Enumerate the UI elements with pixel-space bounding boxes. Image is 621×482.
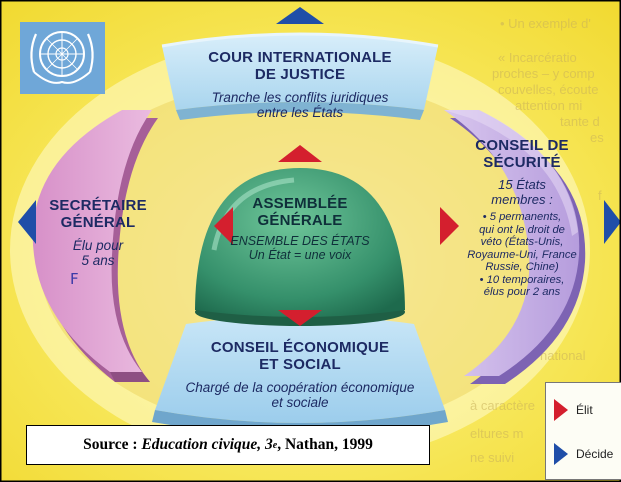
ecosoc-desc-line1: Chargé de la coopération économique: [185, 379, 415, 395]
secretary-text: SECRÉTAIRE GÉNÉRAL Élu pour 5 ans: [44, 197, 152, 268]
security-item-1: • 5 permanents,: [482, 211, 562, 223]
security-members-line2: membres :: [491, 192, 553, 207]
bg-text-6: tante d: [560, 114, 600, 129]
assembly-text: ASSEMBLÉE GÉNÉRALE ENSEMBLE DES ÉTATS Un…: [205, 195, 395, 262]
court-desc-line1: Tranche les conflits juridiques: [211, 89, 389, 105]
elit-arrow-left: [214, 207, 233, 245]
elit-arrows: [214, 145, 459, 326]
ecosoc-title-line1: CONSEIL ÉCONOMIQUE: [210, 339, 390, 356]
security-item-2-line2: élus pour 2 ans: [483, 286, 561, 299]
bg-text-4: couvelles, écoute: [498, 82, 598, 97]
assembly-desc-line2: Un État = une voix: [248, 247, 352, 262]
court-text: COUR INTERNATIONALE DE JUSTICE Tranche l…: [170, 49, 430, 120]
secretary-desc-line2: 5 ans: [81, 252, 115, 268]
security-members-line1: 15 États: [498, 177, 546, 192]
legend-decide: Décide: [554, 443, 613, 465]
source-sup: e: [272, 439, 278, 451]
assembly-title-line1: ASSEMBLÉE: [252, 195, 348, 212]
elit-arrow-down: [278, 310, 322, 326]
security-item-2: • 10 temporaires,: [479, 273, 565, 286]
court-desc-line2: entre les États: [256, 104, 344, 120]
legend: Élit Décide: [545, 382, 621, 480]
security-title-line1: CONSEIL DE: [475, 137, 569, 154]
assembly-desc-line1: ENSEMBLE DES ÉTATS: [230, 233, 370, 248]
legend-decide-label: Décide: [576, 447, 614, 461]
bg-text-1: • Un exemple d': [500, 16, 591, 31]
ecosoc-title-line2: ET SOCIAL: [259, 355, 341, 373]
elit-arrow-icon: [554, 399, 568, 421]
security-item-1-line2: qui ont le droit de: [479, 223, 565, 236]
elit-arrow-right: [440, 207, 459, 245]
source-book: Education civique, 3: [141, 436, 273, 453]
handwritten-mark: F: [70, 270, 79, 288]
court-title-line1: COUR INTERNATIONALE: [208, 49, 392, 66]
secretary-general-block: [32, 110, 158, 382]
source-suffix: , Nathan, 1999: [277, 436, 373, 453]
security-item-1-line4: Royaume-Uni, France: [467, 248, 577, 261]
decide-arrow-up: [276, 7, 324, 24]
bg-text-2: « Incarcératio: [498, 50, 577, 65]
security-item-1-line3: véto (États-Unis,: [480, 236, 564, 249]
bg-text-12: ne suivi: [470, 450, 514, 465]
court-title-line2: DE JUSTICE: [254, 65, 346, 83]
un-emblem-icon: [20, 22, 105, 94]
background-text: • Un exemple d' « Incarcératio proches –…: [470, 16, 604, 465]
elit-arrow-up: [278, 145, 322, 162]
bg-text-9: national: [540, 348, 586, 363]
security-list: • 5 permanents, qui ont le droit de véto…: [447, 211, 597, 299]
security-council-block: [444, 110, 586, 384]
security-council-text: CONSEIL DE SÉCURITÉ 15 États membres : •…: [447, 137, 597, 299]
bg-text-3: proches – y comp: [492, 66, 595, 81]
secretary-desc-line1: Élu pour: [72, 237, 124, 253]
legend-elit-label: Élit: [576, 403, 593, 417]
decide-arrows: [18, 7, 621, 244]
bg-text-5: attention mi: [515, 98, 582, 113]
bg-text-11: eltures m: [470, 426, 523, 441]
bg-text-8: f: [598, 188, 602, 203]
source-prefix: Source :: [83, 436, 138, 453]
decide-arrow-icon: [554, 443, 568, 465]
secretary-title-line2: GÉNÉRAL: [60, 213, 136, 231]
bg-text-7: es: [590, 130, 604, 145]
court-block: [161, 32, 439, 120]
assembly-title-line2: GÉNÉRALE: [257, 211, 343, 229]
secretary-title-line1: SECRÉTAIRE: [49, 197, 147, 214]
legend-elit: Élit: [554, 399, 593, 421]
bg-text-10: à caractère: [470, 398, 535, 413]
ecosoc-desc-line2: et sociale: [271, 394, 329, 410]
ecosoc-text: CONSEIL ÉCONOMIQUE ET SOCIAL Chargé de l…: [180, 339, 420, 410]
security-title-line2: SÉCURITÉ: [483, 154, 561, 171]
security-item-1-line5: Russie, Chine): [485, 261, 559, 274]
decide-arrow-left: [18, 200, 36, 244]
decide-arrow-right: [604, 200, 621, 244]
